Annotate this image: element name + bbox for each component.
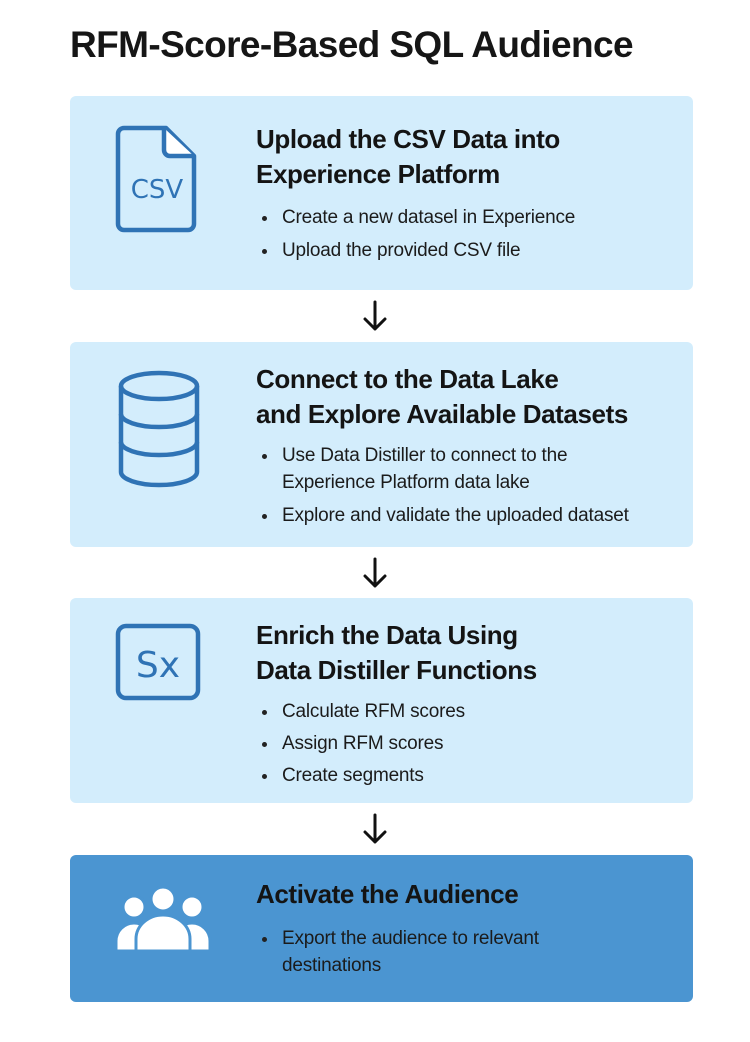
heading-line: Activate the Audience — [256, 879, 519, 909]
down-arrow-icon — [363, 300, 387, 331]
heading-line: Upload the CSV Data into — [256, 124, 560, 154]
step-bullets: Export the audience to relevant destinat… — [258, 925, 598, 985]
step-card-connect-data-lake: Connect to the Data Lake and Explore Ava… — [70, 342, 693, 547]
bullet-item: Use Data Distiller to connect to the Exp… — [258, 442, 658, 496]
step-bullets: Calculate RFM scores Assign RFM scores C… — [258, 698, 465, 795]
bullet-item: Calculate RFM scores — [258, 698, 465, 725]
sx-icon-label: Sx — [136, 645, 180, 686]
step-heading: Connect to the Data Lake and Explore Ava… — [256, 362, 628, 432]
csv-icon-label: CSV — [131, 175, 184, 205]
step-heading: Upload the CSV Data into Experience Plat… — [256, 122, 560, 192]
sx-function-icon: Sx — [115, 623, 201, 701]
csv-file-icon: CSV — [115, 125, 197, 233]
step-card-enrich-data: Sx Enrich the Data Using Data Distiller … — [70, 598, 693, 803]
heading-line: Connect to the Data Lake — [256, 364, 559, 394]
step-bullets: Use Data Distiller to connect to the Exp… — [258, 442, 658, 535]
bullet-item: Export the audience to relevant destinat… — [258, 925, 598, 979]
heading-line: Data Distiller Functions — [256, 655, 537, 685]
down-arrow-icon — [363, 557, 387, 588]
bullet-item: Create segments — [258, 762, 465, 789]
heading-line: Enrich the Data Using — [256, 620, 518, 650]
heading-line: Experience Platform — [256, 159, 500, 189]
bullet-item: Explore and validate the uploaded datase… — [258, 502, 658, 529]
heading-line: and Explore Available Datasets — [256, 399, 628, 429]
bullet-item: Upload the provided CSV file — [258, 237, 575, 264]
down-arrow-icon — [363, 813, 387, 844]
step-bullets: Create a new datasel in Experience Uploa… — [258, 204, 575, 270]
bullet-item: Assign RFM scores — [258, 730, 465, 757]
bullet-item: Create a new datasel in Experience — [258, 204, 575, 231]
step-card-activate-audience: Activate the Audience Export the audienc… — [70, 855, 693, 1002]
page-title: RFM-Score-Based SQL Audience — [70, 24, 634, 65]
step-card-upload-csv: CSV Upload the CSV Data into Experience … — [70, 96, 693, 290]
audience-group-icon — [114, 885, 212, 953]
database-icon — [118, 370, 200, 488]
step-heading: Enrich the Data Using Data Distiller Fun… — [256, 618, 537, 688]
step-heading: Activate the Audience — [256, 877, 519, 912]
